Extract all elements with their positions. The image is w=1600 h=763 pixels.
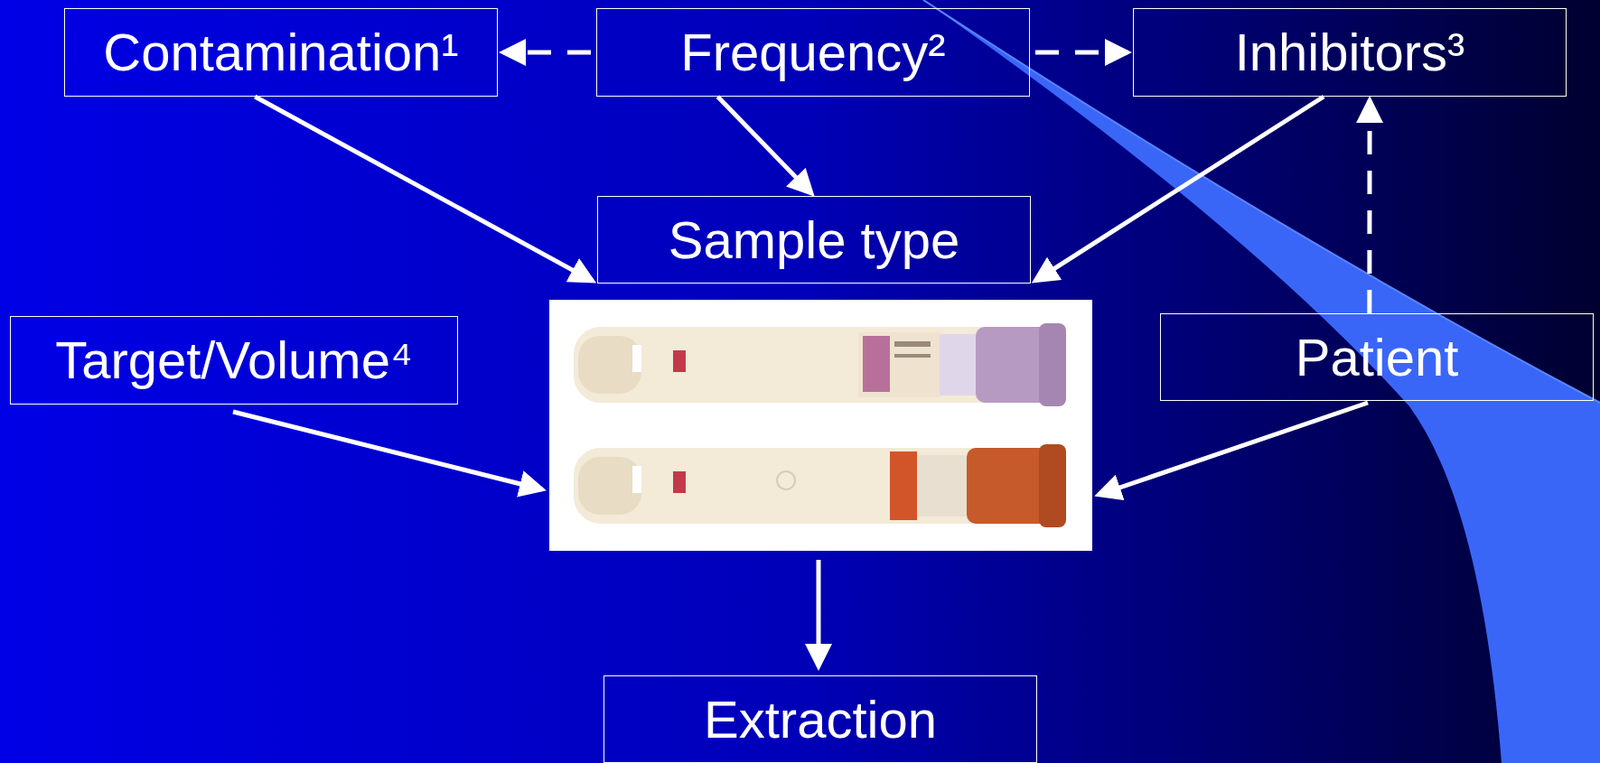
purple-tube <box>573 323 1067 407</box>
solid-arrow <box>254 96 593 281</box>
text-box: Patient <box>1160 313 1594 402</box>
dashed-arrow <box>1366 100 1372 314</box>
box-label: Target/Volume⁴ <box>55 331 413 390</box>
box-label: Patient <box>1295 328 1460 387</box>
tube-photo <box>549 299 1093 552</box>
arrow-to-tubes <box>233 411 543 490</box>
arrow-to-extraction <box>816 560 822 667</box>
text-box: Frequency² <box>596 8 1030 97</box>
box-label: Inhibitors³ <box>1235 23 1466 82</box>
solid-arrow <box>717 96 812 194</box>
text-box: Contamination¹ <box>64 8 498 97</box>
text-box: Extraction <box>603 675 1038 763</box>
orange-tube <box>573 444 1067 528</box>
box-label: Contamination¹ <box>102 23 459 82</box>
solid-arrow <box>1035 96 1324 281</box>
swoosh-line <box>923 0 1600 403</box>
text-box: Target/Volume⁴ <box>9 316 459 405</box>
swoosh-band <box>923 0 1600 763</box>
box-label: Frequency² <box>680 23 946 82</box>
text-box: Sample type <box>597 196 1031 284</box>
box-label: Sample type <box>668 211 960 270</box>
dashed-arrow <box>1035 50 1128 56</box>
dashed-arrow <box>503 50 591 56</box>
arrow-to-tubes <box>1098 402 1368 496</box>
box-label: Extraction <box>703 691 937 749</box>
text-box: Inhibitors³ <box>1132 8 1567 97</box>
